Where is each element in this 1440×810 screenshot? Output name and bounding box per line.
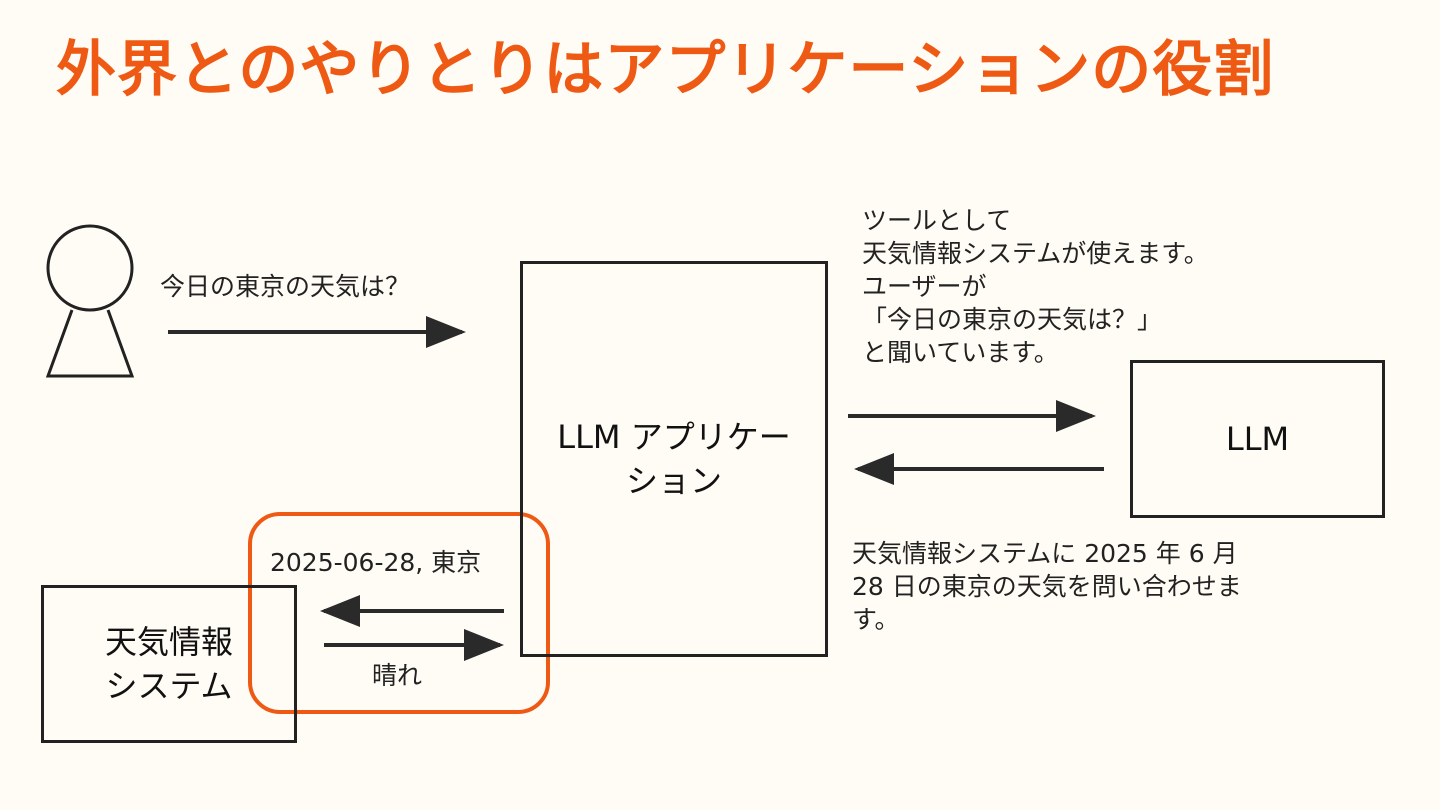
prompt-line: と聞いています。 (862, 338, 1059, 367)
llm-application-box: LLM アプリケー ション (520, 261, 828, 657)
query-to-weather-label: 2025-06-28, 東京 (270, 548, 482, 577)
page-title: 外界とのやりとりはアプリケーションの役割 (56, 35, 1275, 105)
user-message: 今日の東京の天気は？ (160, 272, 411, 301)
reply-line: 28 日の東京の天気を問い合わせま (852, 572, 1242, 601)
reply-line: 天気情報システムに 2025 年 6 月 (852, 539, 1238, 568)
llm-reply-text: 天気情報システムに 2025 年 6 月 28 日の東京の天気を問い合わせま す… (852, 537, 1242, 636)
prompt-to-llm-text: ツールとして 天気情報システムが使えます。 ユーザーが 「今日の東京の天気は？」… (862, 204, 1209, 369)
prompt-line: ユーザーが (862, 272, 987, 301)
weather-box-line1: 天気情報 (104, 623, 233, 661)
reply-line: す。 (852, 605, 900, 634)
weather-result-label: 晴れ (372, 661, 423, 690)
prompt-line: 天気情報システムが使えます。 (862, 239, 1209, 268)
app-box-line2: ション (625, 462, 722, 500)
llm-box-label: LLM (1225, 420, 1290, 458)
user-icon (45, 224, 135, 378)
weather-system-box: 天気情報 システム (41, 585, 297, 743)
weather-box-line2: システム (105, 667, 233, 705)
app-box-line1: LLM アプリケー (557, 418, 791, 456)
llm-box: LLM (1130, 360, 1385, 518)
prompt-line: ツールとして (862, 206, 1012, 235)
prompt-line: 「今日の東京の天気は？」 (862, 305, 1163, 334)
